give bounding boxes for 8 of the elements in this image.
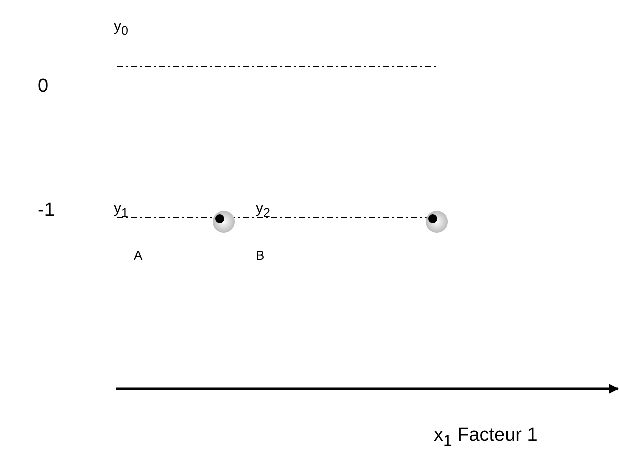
axis-value: 0 [38,76,49,98]
axis-label: x$_{1}$ Facteur 1 [434,425,538,451]
level-label: y$_{0}$ [114,18,128,38]
level-label: y$_{2}$ [256,200,270,220]
point-label: A [134,248,143,263]
point-label: B [256,248,265,263]
axis-value: -1 [38,200,55,222]
level-label: y$_{1}$ [114,200,128,220]
